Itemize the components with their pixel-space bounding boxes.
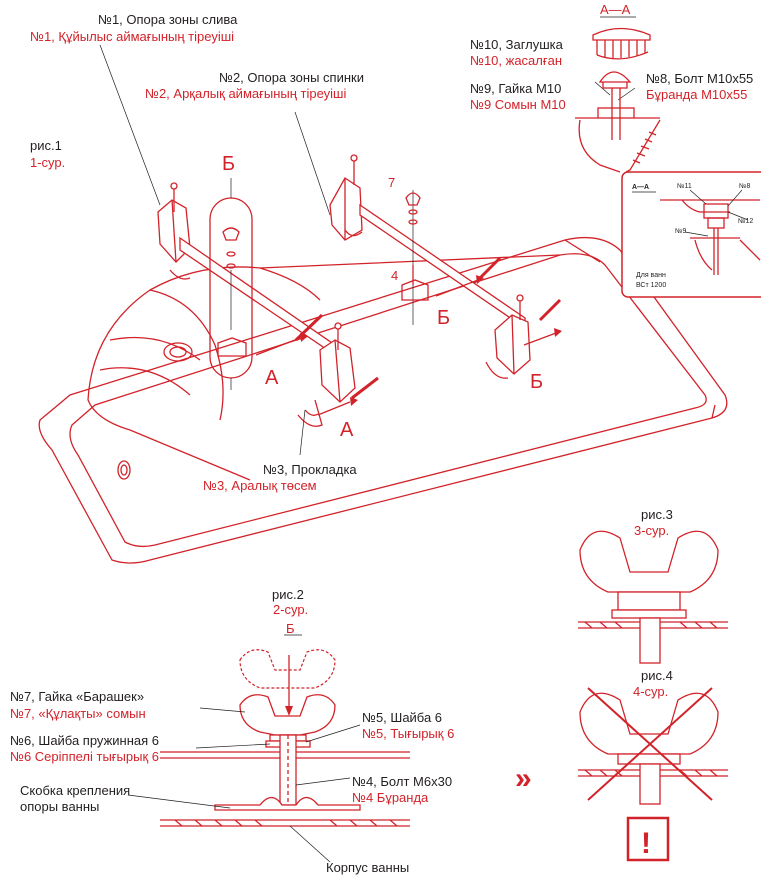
label-n5-ru: №5, Шайба 6 xyxy=(362,710,442,725)
marker-a-left: А xyxy=(265,367,279,389)
label-n4-ru: №4, Болт М6х30 xyxy=(352,774,452,789)
label-n7-ru: №7, Гайка «Барашек» xyxy=(10,689,144,704)
label-n2-kz: №2, Арқалық аймағының тіреуіші xyxy=(145,86,346,101)
big-b-marker: Б xyxy=(222,153,235,175)
marker-7: 7 xyxy=(388,175,395,190)
label-n6-kz: №6 Серіппелі тығырық 6 xyxy=(10,749,159,764)
fig2-kz: 2-сур. xyxy=(273,602,308,617)
marker-b-center: Б xyxy=(437,307,450,329)
fig3-kz: 3-сур. xyxy=(634,523,669,538)
inset-note2: ВСт 1200 xyxy=(636,282,666,289)
label-n10-ru: №10, Заглушка xyxy=(470,37,564,52)
label-n2-ru: №2, Опора зоны спинки xyxy=(219,70,364,85)
label-n8-kz: Бұранда М10х55 xyxy=(646,87,747,102)
exploded-fastener xyxy=(401,190,429,325)
inset-note1: Для ванн xyxy=(636,272,666,279)
bathtub-drawing xyxy=(38,236,728,564)
label-n7-kz: №7, «Құлақты» сомын xyxy=(10,706,146,721)
section-markers xyxy=(255,256,562,416)
label-n1-kz: №1, Құйылыс аймағының тіреуіші xyxy=(30,29,234,44)
fig2-ru: рис.2 xyxy=(272,587,304,602)
fig4-kz: 4-сур. xyxy=(633,684,668,699)
marker-b-right: Б xyxy=(530,371,543,393)
fig4-drawing xyxy=(578,687,728,862)
section-aa-title: А—А xyxy=(600,2,631,17)
label-n3-kz: №3, Аралық төсем xyxy=(203,478,317,493)
fig3-drawing xyxy=(578,530,728,664)
inset-n11: №11 xyxy=(677,183,692,190)
bracket-line2: опоры ванны xyxy=(20,799,99,814)
support-drain-zone xyxy=(157,182,356,427)
bracket-line1: Скобка крепления xyxy=(20,783,130,798)
inset-n8: №8 xyxy=(739,183,751,190)
label-n9-kz: №9 Сомын М10 xyxy=(470,97,566,112)
inset-n9: №9 xyxy=(675,228,687,235)
label-n6-ru: №6, Шайба пружинная 6 xyxy=(10,733,159,748)
fig2-section-b: Б xyxy=(286,621,295,636)
inset-title: А—А xyxy=(632,184,649,191)
inset-n12: №12 xyxy=(738,218,753,225)
text-labels: №1, Опора зоны слива №1, Құйылыс аймағын… xyxy=(10,2,753,875)
fig2-drawing xyxy=(127,634,410,863)
section-b-capsule xyxy=(209,178,253,390)
marker-4: 4 xyxy=(391,268,398,283)
leader-lines xyxy=(99,44,636,456)
fig4-ru: рис.4 xyxy=(641,668,673,683)
body-label: Корпус ванны xyxy=(326,860,409,875)
chevron-right-icon: » xyxy=(515,762,532,795)
marker-a-bottom: А xyxy=(340,419,354,441)
label-n10-kz: №10, жасалған xyxy=(470,53,562,68)
fig3-ru: рис.3 xyxy=(641,507,673,522)
label-n3-ru: №3, Прокладка xyxy=(263,462,357,477)
label-n8-ru: №8, Болт М10х55 xyxy=(646,71,753,86)
fig1-kz: 1-сур. xyxy=(30,155,65,170)
support-back-zone xyxy=(329,154,531,379)
fig1-ru: рис.1 xyxy=(30,138,62,153)
label-n1-ru: №1, Опора зоны слива xyxy=(98,12,238,27)
label-n4-kz: №4 Бұранда xyxy=(352,790,429,805)
label-n5-kz: №5, Тығырық 6 xyxy=(362,726,454,741)
inset-aa-box xyxy=(621,171,761,298)
warning-icon: ! xyxy=(641,827,651,860)
label-n9-ru: №9, Гайка М10 xyxy=(470,81,561,96)
